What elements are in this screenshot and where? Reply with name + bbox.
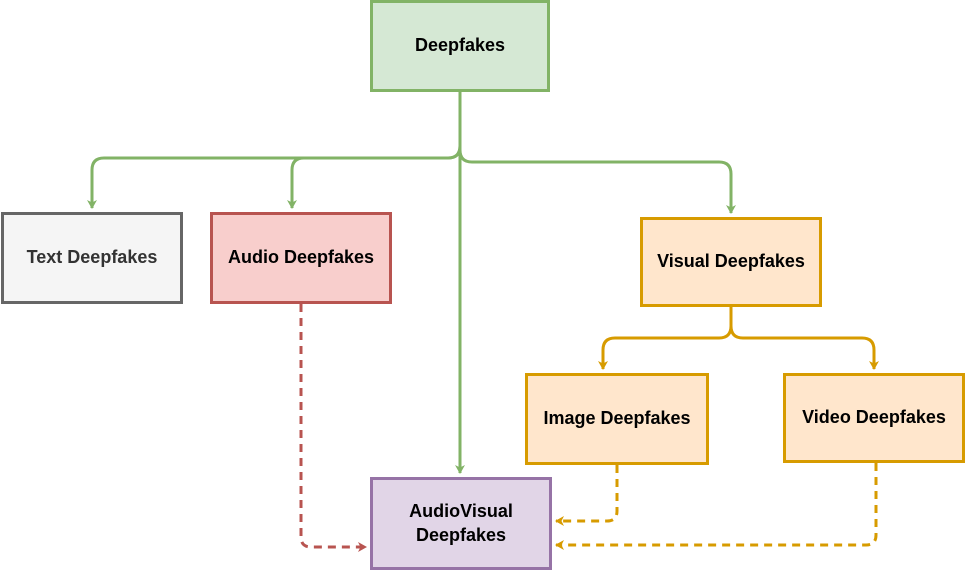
node-text-deepfakes: Text Deepfakes <box>1 212 183 304</box>
node-video-deepfakes: Video Deepfakes <box>783 373 965 463</box>
edge-audio-to-audiovisual <box>299 304 367 552</box>
edge-video-to-audiovisual <box>555 463 878 550</box>
edge-visual-to-video <box>729 307 879 370</box>
edge-image-to-audiovisual <box>555 465 619 526</box>
node-visual-deepfakes: Visual Deepfakes <box>640 217 822 307</box>
node-deepfakes: Deepfakes <box>370 0 550 92</box>
node-image-deepfakes: Image Deepfakes <box>525 373 709 465</box>
edge-visual-to-image <box>598 307 733 370</box>
edge-root-to-visual <box>458 92 736 214</box>
node-audio-deepfakes: Audio Deepfakes <box>210 212 392 304</box>
node-audiovisual-deepfakes: AudioVisual Deepfakes <box>370 477 552 570</box>
edge-root-to-audio <box>287 92 462 209</box>
edge-root-to-text <box>87 92 462 209</box>
